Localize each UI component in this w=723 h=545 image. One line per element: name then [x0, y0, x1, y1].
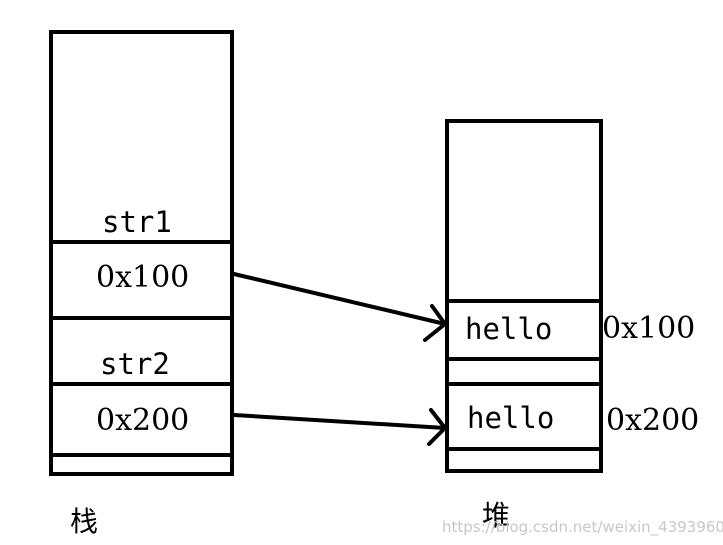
pointer-arrow-1-head	[423, 304, 447, 342]
heap-caption: 堆	[482, 499, 510, 532]
pointer-arrow-2	[232, 408, 447, 446]
stack-var2-name: str2	[100, 347, 170, 381]
pointer-arrow-2-shaft	[232, 413, 447, 430]
pointer-arrow-1-shaft	[232, 272, 447, 326]
heap-cell-1-address: 0x100	[602, 311, 695, 346]
heap-cell-2-address: 0x200	[606, 403, 699, 438]
heap-cell-1-value: hello	[465, 312, 552, 346]
heap-cell-2-value: hello	[467, 401, 554, 435]
stack-cell-str2-value: 0x200	[96, 403, 189, 438]
stack-cell-str1	[49, 240, 234, 320]
stack-column: str1 0x100 str2 0x200 栈	[49, 30, 234, 538]
heap-cell-2	[445, 382, 603, 451]
stack-caption: 栈	[70, 505, 98, 538]
stack-cell-str1-value: 0x100	[96, 260, 189, 295]
pointer-arrow-2-head	[427, 408, 447, 446]
heap-cell-1	[445, 299, 603, 361]
heap-column: hello 0x100 hello 0x200 堆	[445, 119, 699, 532]
stack-var1-name: str1	[102, 205, 172, 239]
watermark: https://blog.csdn.net/weixin_43939602	[442, 518, 723, 537]
pointer-arrow-1	[232, 272, 447, 342]
